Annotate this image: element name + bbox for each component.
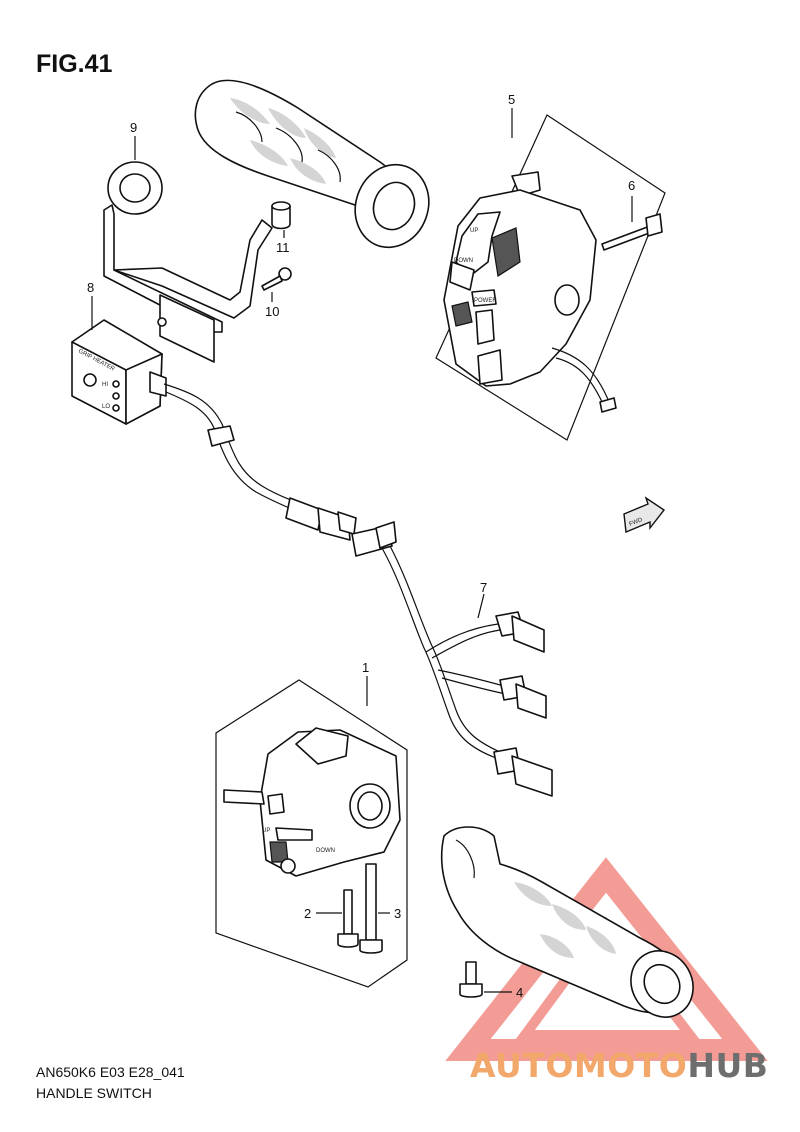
marking-up: UP bbox=[470, 228, 478, 234]
marking-power: POWER bbox=[474, 298, 497, 304]
figure-title: FIG.41 bbox=[36, 50, 113, 78]
callout-4: 4 bbox=[516, 985, 523, 1000]
screw-item-6 bbox=[601, 213, 663, 251]
right-handlebar-switch-item-1 bbox=[223, 727, 401, 877]
callout-numbers: 9 11 10 8 5 6 7 1 2 3 4 bbox=[87, 92, 635, 1000]
callout-3: 3 bbox=[394, 906, 401, 921]
spacer-item-11 bbox=[271, 201, 291, 230]
bracket-item-9 bbox=[103, 161, 273, 363]
screw-item-10 bbox=[261, 267, 292, 291]
watermark-text-hub: HUB bbox=[687, 1046, 769, 1085]
callout-7: 7 bbox=[480, 580, 487, 595]
grip-heater-harness bbox=[163, 383, 397, 557]
figure-subtitle: HANDLE SWITCH bbox=[36, 1085, 152, 1101]
forward-direction-arrow bbox=[623, 496, 666, 534]
callout-9: 9 bbox=[130, 120, 137, 135]
callout-11: 11 bbox=[276, 240, 290, 255]
callout-2: 2 bbox=[304, 906, 311, 921]
left-hand-grip bbox=[194, 79, 430, 249]
screw-item-2 bbox=[337, 889, 359, 948]
right-hand-grip bbox=[440, 826, 694, 1018]
watermark-text-automoto: AUTOMOTO bbox=[470, 1046, 688, 1085]
leader-lines bbox=[91, 108, 633, 993]
left-handlebar-switch-item-5 bbox=[443, 171, 617, 413]
marking-hi: HI bbox=[102, 382, 108, 388]
marking-fwd: FWD bbox=[629, 517, 645, 528]
screw-item-4 bbox=[459, 961, 483, 998]
callout-6: 6 bbox=[628, 178, 635, 193]
marking-right-down: DOWN bbox=[316, 848, 335, 854]
callout-8: 8 bbox=[87, 280, 94, 295]
marking-down: DOWN bbox=[454, 258, 473, 264]
callout-1: 1 bbox=[362, 660, 369, 675]
callout-10: 10 bbox=[265, 304, 279, 319]
watermark-text: AUTOMOTOHUB bbox=[470, 1046, 768, 1085]
wiring-harness-item-7 bbox=[381, 545, 553, 797]
marking-lo: LO bbox=[102, 404, 110, 410]
model-code: AN650K6 E03 E28_041 bbox=[36, 1064, 185, 1080]
item-1-frame bbox=[215, 679, 408, 988]
callout-5: 5 bbox=[508, 92, 515, 107]
screw-item-3 bbox=[359, 863, 383, 954]
marking-right-up: UP bbox=[262, 828, 270, 834]
grip-heater-switch-item-8 bbox=[71, 319, 167, 425]
